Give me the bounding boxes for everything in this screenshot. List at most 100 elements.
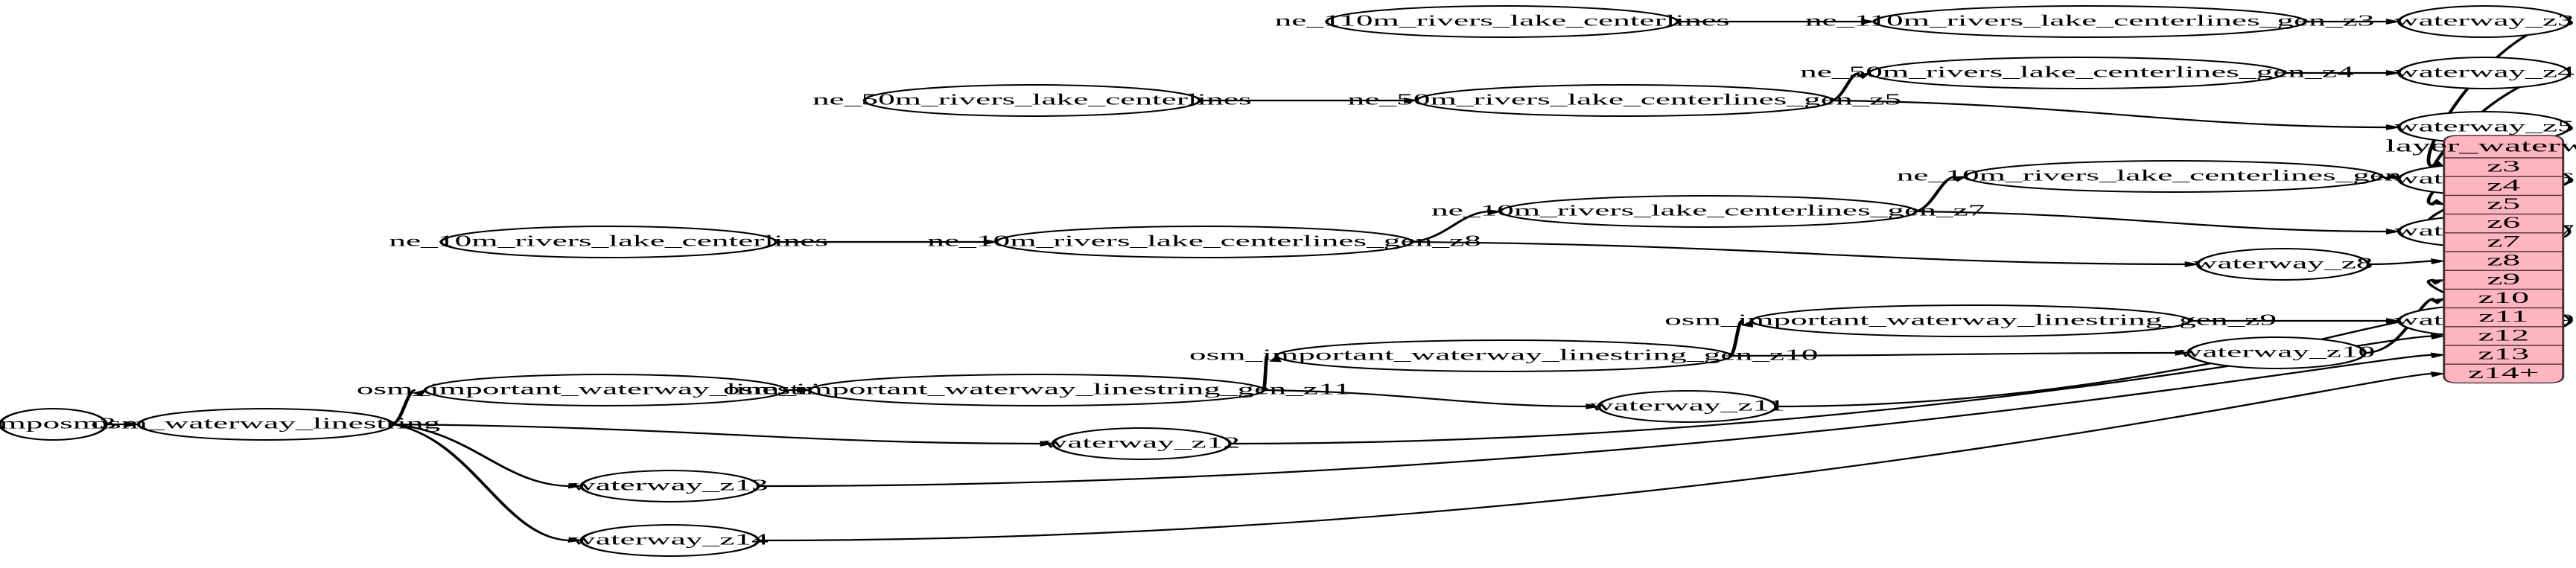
graph-node-ww_z10[interactable]: waterway_z10	[2178, 336, 2376, 369]
graph-node-osm_imp_ww_ls[interactable]: osm_important_waterway_linestring	[357, 374, 854, 406]
graph-edge-osm_ww_ls-to-ww_z12	[392, 423, 1043, 445]
arrow-head-icon	[2385, 124, 2402, 130]
node-shape	[2186, 336, 2367, 369]
arrow-head-icon	[2385, 70, 2402, 76]
graph-node-imposm3[interactable]: imposm3	[0, 408, 116, 441]
node-shape	[1749, 304, 2192, 337]
node-label: ne_10m_rivers_lake_centerlines_gen_z6	[1897, 166, 2451, 184]
graph-edge-ne_50m_z5-to-ww_z5	[1832, 99, 2390, 129]
graph-node-ne_50m_z5[interactable]: ne_50m_rivers_lake_centerlines_gen_z5	[1348, 84, 1902, 117]
arrow-head-icon	[2430, 352, 2446, 359]
node-label: ne_50m_rivers_lake_centerlines_gen_z4	[1800, 63, 2354, 80]
arrow-head-icon	[567, 537, 584, 543]
graph-node-ne_10m_z8[interactable]: ne_10m_rivers_lake_centerlines_gen_z8	[927, 226, 1481, 258]
node-label: waterway_z11	[1589, 396, 1785, 414]
table-row-z11[interactable]: z11	[2478, 307, 2528, 325]
graph-edge-ww_z8-to-table_row_5	[2368, 260, 2435, 266]
graph-edge-osm_imp_ww_ls_z10-to-osm_imp_ww_ls_z9	[1729, 319, 1744, 357]
node-label: ne_10m_rivers_lake_centerlines	[389, 232, 828, 249]
graph-edge-ww_z12-to-table_row_9	[1230, 335, 2435, 445]
node-label: waterway_z5	[2394, 117, 2575, 135]
arrow-head-icon	[2385, 19, 2402, 25]
graph-node-osm_ww_ls[interactable]: osm_waterway_linestring	[91, 408, 440, 441]
node-label: waterway_z4	[2394, 63, 2575, 80]
node-label: waterway_z13	[571, 476, 769, 494]
node-label: osm_important_waterway_linestring	[357, 380, 854, 398]
graph-node-ww_z14[interactable]: waterway_z14	[571, 524, 769, 557]
node-shape	[1275, 339, 1733, 372]
node-label: osm_important_waterway_linestring_gen_z1…	[1189, 345, 1818, 363]
table-row-z6[interactable]: z6	[2487, 214, 2520, 232]
table-row-z5[interactable]: z5	[2487, 195, 2520, 213]
arrow-head-icon	[1486, 209, 1503, 215]
node-shape	[136, 408, 395, 441]
table-header-label: layer_waterway	[2385, 136, 2576, 156]
graph-node-ne_50m[interactable]: ne_50m_rivers_lake_centerlines	[812, 84, 1252, 117]
arrow-head-icon	[1404, 98, 1419, 103]
graph-node-ne_10m_z6[interactable]: ne_10m_rivers_lake_centerlines_gen_z6	[1897, 160, 2451, 193]
node-shape	[439, 226, 778, 258]
graph-node-ww_z12[interactable]: waterway_z12	[1043, 427, 1240, 460]
graph-node-osm_imp_ww_ls_z11[interactable]: osm_important_waterway_linestring_gen_z1…	[723, 374, 1351, 406]
graph-edge-ww_z13-to-table_row_10	[758, 354, 2435, 488]
node-label: osm_important_waterway_linestring_gen_z9	[1664, 310, 2277, 328]
table-row-z14+[interactable]: z14+	[2468, 364, 2539, 382]
table-row-z8[interactable]: z8	[2487, 252, 2520, 269]
table-row-z10[interactable]: z10	[2478, 289, 2529, 307]
node-label: ne_50m_rivers_lake_centerlines	[812, 90, 1252, 108]
graph-edge-ne_50m_z5-to-ne_50m_z4	[1831, 71, 1861, 101]
node-label: waterway_z10	[2178, 342, 2376, 360]
graph-edge-osm_imp_ww_ls_z11-to-ww_z11	[1264, 389, 1589, 408]
graph-edge-ne_10m_z8-to-ne_10m_z7	[1411, 210, 1492, 243]
node-label: osm_important_waterway_linestring_gen_z1…	[723, 380, 1351, 398]
arrow-head-icon	[2385, 318, 2402, 324]
node-shape	[862, 84, 1201, 117]
node-label: imposm3	[0, 414, 116, 432]
graph-node-osm_imp_ww_ls_z9[interactable]: osm_important_waterway_linestring_gen_z9	[1664, 304, 2277, 337]
graph-edge-osm_ww_ls-to-osm_imp_ww_ls	[391, 389, 418, 425]
arrow-head-icon	[2429, 298, 2446, 304]
graph-node-ne_110m[interactable]: ne_110m_rivers_lake_centerlines	[1275, 5, 1730, 38]
graph-node-ww_z4[interactable]: waterway_z4	[2394, 57, 2575, 89]
graph-node-ne_50m_z4[interactable]: ne_50m_rivers_lake_centerlines_gen_z4	[1800, 57, 2354, 89]
node-shape	[1597, 390, 1778, 423]
graph-edge-ne_10m_z8-to-ww_z8	[1411, 240, 2188, 266]
node-shape	[1415, 84, 1834, 117]
table-row-z7[interactable]: z7	[2487, 232, 2520, 250]
node-shape	[995, 226, 1414, 258]
graph-edge-osm_imp_ww_ls_z10-to-ww_z10	[1731, 351, 2179, 357]
table-row-z3[interactable]: z3	[2487, 158, 2520, 176]
table-row-z4[interactable]: z4	[2487, 176, 2520, 194]
graph-node-ne_10m_z7[interactable]: ne_10m_rivers_lake_centerlines_gen_z7	[1431, 195, 1985, 228]
table-row-z13[interactable]: z13	[2478, 345, 2529, 363]
table-row-z12[interactable]: z12	[2478, 326, 2529, 344]
arrow-head-icon	[2429, 199, 2446, 205]
graph-edge-ne_10m_z7-to-ww_z7	[1915, 210, 2390, 233]
arrow-head-icon	[1861, 19, 1877, 25]
node-shape	[1051, 427, 1232, 460]
graph-node-osm_imp_ww_ls_z10[interactable]: osm_important_waterway_linestring_gen_z1…	[1189, 339, 1818, 372]
arrow-head-icon	[2430, 258, 2446, 264]
graph-node-ww_z11[interactable]: waterway_z11	[1589, 390, 1785, 423]
graph-node-ww_z13[interactable]: waterway_z13	[571, 470, 769, 502]
arrow-head-icon	[2430, 371, 2446, 377]
graph-node-ne_10m[interactable]: ne_10m_rivers_lake_centerlines	[389, 226, 828, 258]
node-shape	[1872, 5, 2307, 38]
graph-node-ww_z8[interactable]: waterway_z8	[2193, 248, 2373, 281]
node-shape	[423, 374, 788, 406]
table-row-z9[interactable]: z9	[2487, 270, 2520, 288]
arrow-head-icon	[2184, 261, 2200, 267]
node-shape	[1867, 57, 2286, 89]
graph-edge-ww_z14-to-table_row_11	[758, 372, 2435, 542]
arrow-head-icon	[1040, 441, 1055, 447]
arrow-head-icon	[1855, 72, 1871, 80]
arrow-head-icon	[2175, 350, 2190, 356]
graph-node-ne_110m_z3[interactable]: ne_110m_rivers_lake_centerlines_gen_z3	[1805, 5, 2375, 38]
arrow-head-icon	[2385, 173, 2401, 180]
graph-node-ww_z3[interactable]: waterway_z3	[2394, 5, 2575, 38]
node-label: ne_50m_rivers_lake_centerlines_gen_z5	[1348, 90, 1902, 108]
node-shape	[579, 470, 760, 502]
node-shape	[1498, 195, 1918, 228]
